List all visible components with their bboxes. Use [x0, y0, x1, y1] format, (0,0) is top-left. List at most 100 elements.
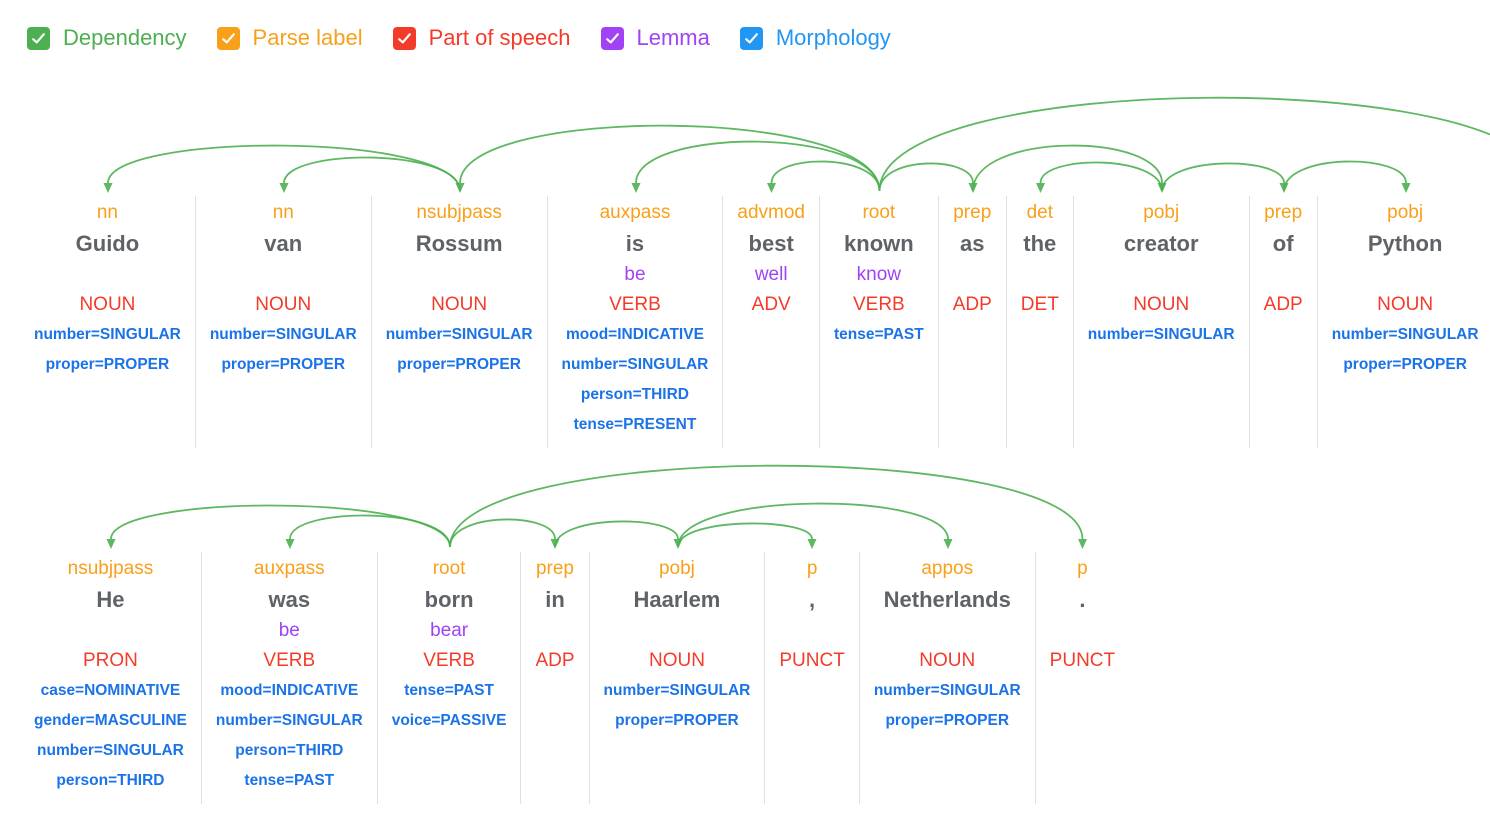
toolbar-option-parse-label[interactable]: Parse label [216, 25, 363, 51]
token-word: in [545, 587, 565, 612]
token-word: Haarlem [633, 587, 721, 612]
token-pos: NOUN [1377, 294, 1434, 315]
dependency-arrowhead-icon [1036, 183, 1045, 193]
token-pos: VERB [423, 650, 475, 671]
token-word: born [424, 587, 474, 612]
dependency-arrowhead-icon [455, 183, 465, 193]
token-morph-feature: mood=INDICATIVE [220, 682, 359, 699]
token-morph-feature: voice=PASSIVE [391, 712, 507, 729]
toolbar-option-dependency[interactable]: Dependency [27, 25, 187, 51]
token-parse-label: pobj [658, 558, 695, 579]
token-morph-feature: proper=PROPER [221, 356, 346, 373]
toolbar-option-morphology[interactable]: Morphology [739, 25, 891, 51]
token-word: Guido [75, 231, 140, 256]
token-parse-label: p [1077, 558, 1088, 579]
token-parse-label: det [1026, 202, 1053, 223]
dependency-arrowhead-icon [943, 539, 953, 549]
token-pos: PUNCT [1049, 650, 1116, 671]
dependency-arc [449, 464, 1084, 548]
token-pos: NOUN [431, 294, 488, 315]
checkmark-icon [605, 32, 619, 43]
token-lemma [953, 260, 992, 290]
token-morph-feature: number=SINGULAR [37, 742, 184, 759]
token-lemma: well [754, 264, 788, 285]
token-parse-label: prep [1264, 202, 1303, 223]
lemma-checkbox[interactable] [600, 26, 624, 50]
token-lemma: bear [430, 620, 469, 641]
token-morph-feature: case=NOMINATIVE [40, 682, 181, 699]
token-column: p,PUNCT [765, 552, 860, 804]
token-lemma [874, 616, 1021, 646]
checkmark-icon [397, 32, 411, 43]
token-morph-feature: number=SINGULAR [1331, 326, 1479, 343]
checkmark-icon [744, 32, 758, 43]
token-morph-feature: proper=PROPER [615, 712, 739, 729]
token-pos: NOUN [919, 650, 976, 671]
token-lemma [1050, 616, 1115, 646]
dependency-arc [878, 96, 1490, 192]
dependency-arc [1039, 161, 1163, 192]
token-word: of [1272, 231, 1294, 256]
dependency-arc [554, 520, 679, 548]
token-parse-label: auxpass [253, 558, 325, 579]
token-parse-label: appos [921, 558, 974, 579]
token-column: p.PUNCT [1036, 552, 1129, 804]
token-lemma: know [856, 264, 902, 285]
dependency-arrowhead-icon [767, 183, 776, 193]
display-options-toolbar: Dependency Parse label Part of speech Lemma… [0, 0, 1490, 51]
part-of-speech-checkbox[interactable] [392, 26, 416, 50]
parse-label-checkbox[interactable] [216, 26, 240, 50]
token-pos: NOUN [255, 294, 312, 315]
morphology-checkbox[interactable] [739, 26, 763, 50]
dependency-checkbox[interactable] [27, 26, 50, 50]
checkmark-icon [221, 32, 235, 43]
token-word: as [960, 231, 985, 256]
token-lemma [210, 260, 357, 290]
token-pos: DET [1020, 294, 1059, 315]
toolbar-option-lemma[interactable]: Lemma [600, 25, 710, 51]
dependency-arc [878, 162, 974, 192]
token-parse-label: prep [953, 202, 992, 223]
dependency-arc [677, 502, 949, 548]
token-lemma [386, 260, 533, 290]
token-pos: VERB [609, 294, 661, 315]
token-lemma [1264, 260, 1303, 290]
dependency-arrowhead-icon [1401, 183, 1411, 193]
token-morph-feature: proper=PROPER [45, 356, 170, 373]
dependency-arc [459, 124, 881, 192]
token-pos: ADP [952, 294, 992, 315]
dependency-arrowhead-icon [103, 183, 113, 193]
token-morph-feature: tense=PAST [244, 772, 335, 789]
token-morph-feature: number=SINGULAR [385, 326, 533, 343]
token-parse-label: auxpass [599, 202, 671, 223]
token-pos: PRON [82, 650, 138, 671]
token-pos: VERB [263, 650, 316, 671]
token-morph-feature: tense=PAST [404, 682, 494, 699]
token-lemma [34, 260, 181, 290]
token-lemma [1088, 260, 1235, 290]
token-word: van [264, 231, 303, 256]
token-lemma [779, 616, 844, 646]
dependency-arrowhead-icon [1078, 539, 1087, 549]
token-morph-feature: proper=PROPER [1343, 356, 1467, 373]
toolbar-option-label: Part of speech [428, 25, 571, 50]
toolbar-option-part-of-speech[interactable]: Part of speech [392, 25, 571, 51]
token-pos: ADP [1263, 294, 1303, 315]
token-pos: ADV [751, 294, 791, 315]
dependency-arrowhead-icon [631, 183, 641, 193]
dependency-arcs [106, 464, 1087, 549]
token-morph-feature: tense=PRESENT [573, 416, 697, 433]
